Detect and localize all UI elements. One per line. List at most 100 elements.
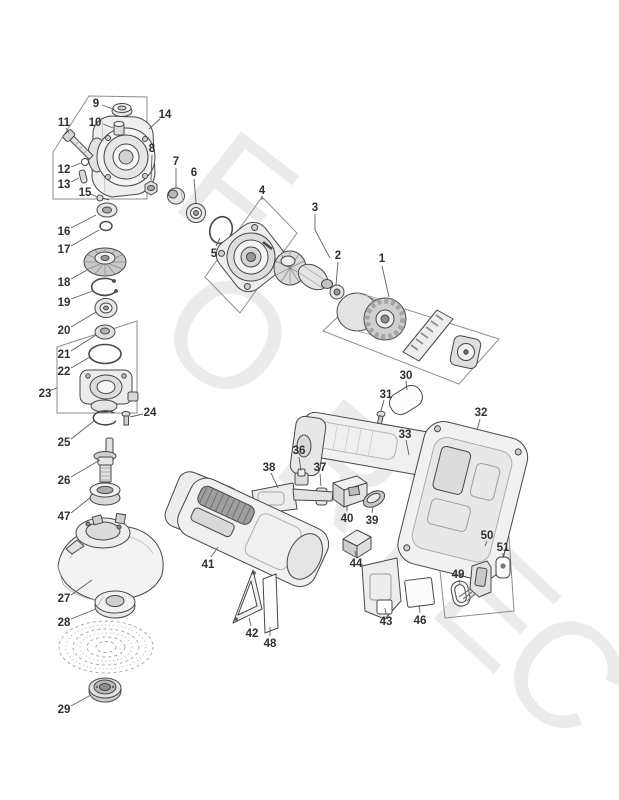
callout-39: 39 — [366, 515, 379, 527]
leader-line-18 — [70, 269, 88, 280]
part-label-48 — [262, 573, 279, 634]
part-armature-3 — [262, 241, 338, 291]
leader-line-14 — [148, 118, 161, 130]
part-sleeve-10 — [113, 121, 125, 136]
leader-line-27 — [70, 579, 93, 596]
callout-31: 31 — [380, 389, 393, 401]
callout-25: 25 — [58, 437, 71, 449]
callout-38: 38 — [263, 462, 276, 474]
callout-49: 49 — [452, 569, 465, 581]
leader-line-42 — [248, 617, 252, 627]
callout-3: 3 — [312, 202, 318, 214]
callout-30: 30 — [400, 370, 413, 382]
part-switch-40 — [332, 475, 368, 508]
callout-14: 14 — [159, 109, 172, 121]
callout-15: 15 — [79, 187, 92, 199]
leader-line-36 — [298, 456, 302, 472]
part-screw-15 — [96, 194, 110, 202]
callout-19: 19 — [58, 297, 71, 309]
leader-line-46 — [418, 604, 421, 614]
callout-9: 9 — [93, 98, 99, 110]
part-oring-22 — [88, 343, 122, 365]
leader-line-24 — [129, 413, 144, 418]
leader-line-20 — [70, 311, 97, 328]
part-cover-47 — [89, 482, 121, 506]
callout-10: 10 — [89, 117, 102, 129]
leader-line-26 — [70, 459, 101, 478]
callout-51: 51 — [497, 542, 510, 554]
callout-4: 4 — [259, 185, 266, 197]
part-guard-clamp — [65, 512, 131, 555]
part-screw-24 — [121, 410, 131, 426]
leader-line-21 — [70, 334, 97, 352]
leader-line-19 — [70, 290, 94, 300]
leader-line-39 — [371, 506, 374, 514]
callout-1: 1 — [379, 253, 386, 265]
leader-line-10 — [102, 123, 114, 129]
part-bearing-16 — [96, 202, 118, 218]
callout-17: 17 — [58, 244, 71, 256]
leader-line-31 — [380, 399, 385, 412]
parts-illustrations — [57, 103, 529, 703]
callout-46: 46 — [414, 615, 427, 627]
leader-line-1 — [381, 265, 390, 298]
callout-29: 29 — [58, 704, 71, 716]
callout-8: 8 — [149, 143, 156, 155]
part-coupling-7 — [167, 187, 185, 205]
part-nut-8 — [144, 180, 158, 196]
leader-line-30 — [405, 380, 408, 391]
leader-line-2 — [335, 261, 339, 286]
leader-line-49 — [458, 579, 461, 585]
group-box-1 — [322, 294, 500, 385]
leader-line-41 — [210, 546, 219, 558]
leader-line-44 — [354, 550, 357, 557]
part-label-30 — [389, 384, 423, 416]
callout-5: 5 — [211, 248, 218, 260]
callout-42: 42 — [246, 628, 259, 640]
callout-26: 26 — [58, 475, 71, 487]
leader-line-33 — [405, 439, 410, 456]
callout-44: 44 — [350, 558, 363, 570]
part-bearing-6 — [186, 203, 206, 223]
leader-line-43 — [384, 607, 387, 615]
part-gear-housing — [87, 115, 156, 198]
leader-line-25 — [70, 420, 95, 440]
part-housing-bottom-41 — [164, 471, 330, 588]
callout-41: 41 — [202, 559, 215, 571]
part-circlip-19 — [90, 277, 118, 297]
part-washer-17 — [99, 220, 113, 232]
leader-line-5 — [215, 237, 221, 247]
callout-24: 24 — [144, 407, 157, 419]
leader-line-12 — [70, 162, 82, 168]
part-bracket-42 — [232, 569, 263, 624]
leader-line-22 — [70, 356, 91, 369]
part-baffle-vent — [402, 309, 454, 362]
grinding-wheel-dashed — [58, 620, 154, 674]
part-inner-flange-28 — [94, 590, 136, 619]
part-block-44 — [342, 529, 372, 559]
callout-16: 16 — [58, 226, 71, 238]
part-cap-9 — [111, 103, 133, 117]
callout-32: 32 — [475, 407, 488, 419]
leader-line-37 — [319, 473, 322, 487]
callout-23: 23 — [39, 388, 52, 400]
part-lock-nut-29 — [88, 677, 122, 703]
part-bolt-11 — [62, 129, 94, 160]
callout-6: 6 — [191, 167, 197, 179]
callout-12: 12 — [58, 164, 71, 176]
callout-7: 7 — [173, 156, 179, 168]
leader-line-23 — [50, 387, 58, 391]
callout-labels: 1234567891011121314151617181920212223242… — [39, 98, 510, 716]
part-oring-5 — [208, 215, 234, 245]
callout-13: 13 — [58, 179, 71, 191]
leader-line-13 — [70, 177, 80, 183]
part-circlip-25 — [92, 410, 117, 426]
leader-line-16 — [70, 214, 97, 229]
callout-33: 33 — [399, 429, 412, 441]
leader-line-11 — [65, 127, 70, 134]
part-switch-43 — [361, 557, 402, 620]
part-seal-49 — [450, 580, 471, 607]
part-cap-51 — [495, 556, 511, 579]
leader-line-8 — [150, 154, 153, 181]
